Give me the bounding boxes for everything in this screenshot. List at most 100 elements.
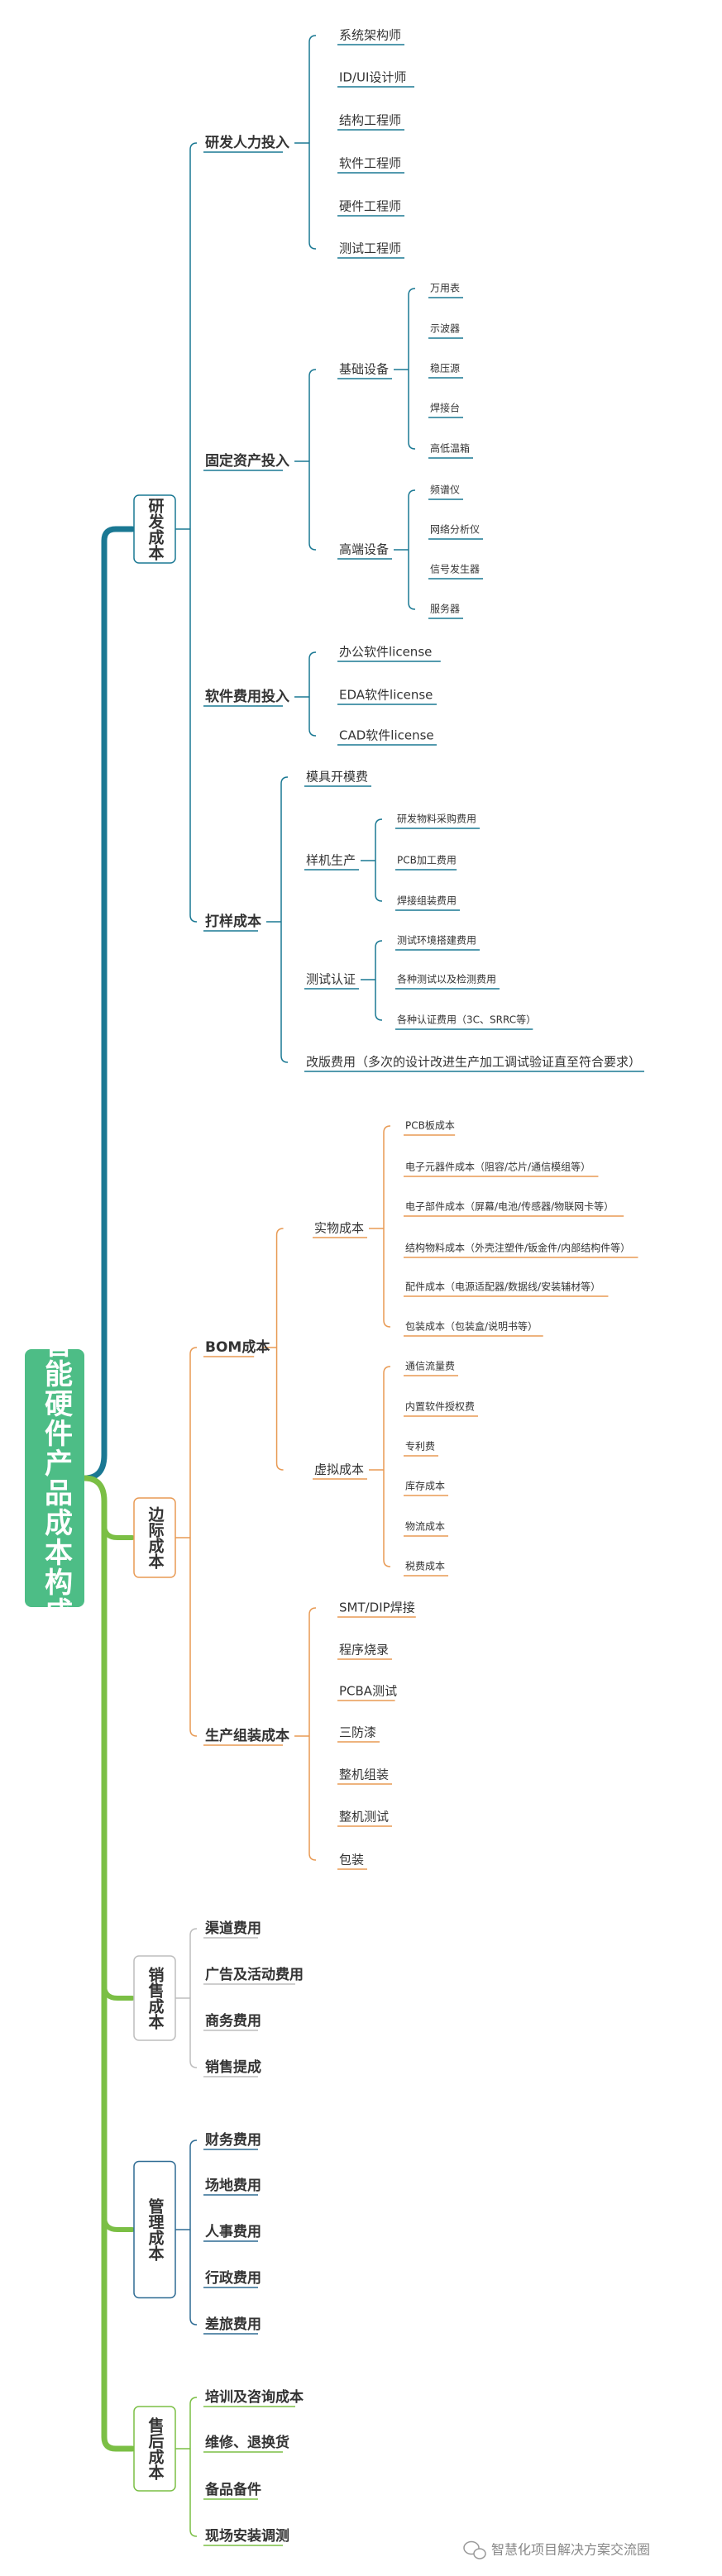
node-label: 信号发生器 <box>430 563 480 575</box>
bracket-line <box>189 142 198 923</box>
node-label: 研发物料采购费用 <box>397 813 476 825</box>
category-box <box>133 494 176 564</box>
wechat-icon <box>463 2540 486 2559</box>
node-label: 培训及咨询成本 <box>205 2388 304 2406</box>
node-label: 基础设备 <box>339 362 389 377</box>
node-label: 硬件工程师 <box>339 199 401 214</box>
node-label: 物流成本 <box>405 1521 445 1533</box>
category-box <box>133 2406 176 2492</box>
node-label: 样机生产 <box>306 853 356 868</box>
bracket-line <box>275 1228 284 1471</box>
node-label: SMT/DIP焊接 <box>339 1600 415 1615</box>
bracket-line <box>189 2397 198 2537</box>
category-box <box>133 1497 176 1578</box>
node-label: 结构工程师 <box>339 113 401 128</box>
node-label: 生产组装成本 <box>205 1727 289 1744</box>
node-label: 网络分析仪 <box>430 523 480 536</box>
trunk-branch <box>102 1522 135 1540</box>
node-label: 维修、退换货 <box>205 2434 289 2451</box>
category-label: 边际成本 <box>146 1506 165 1570</box>
node-label: 包装 <box>339 1853 364 1868</box>
node-label: 焊接台 <box>430 402 460 414</box>
connectors <box>81 35 644 2546</box>
node-label: 行政费用 <box>204 2269 261 2287</box>
node-label: 研发人力投入 <box>205 134 289 151</box>
bracket-line <box>308 1607 317 1861</box>
category-label: 销售成本 <box>146 1966 165 2030</box>
node-label: 差旅费用 <box>205 2316 261 2333</box>
bracket-line <box>375 818 383 902</box>
node-label: 虚拟成本 <box>314 1462 364 1477</box>
node-label: 频谱仪 <box>430 484 460 496</box>
category-1: 边际成本 <box>133 1497 176 1578</box>
node-label: 各种测试以及检测费用 <box>397 973 496 985</box>
node-label: 焊接组装费用 <box>397 894 457 907</box>
trunk-branch <box>102 1982 135 2001</box>
node-label: 财务费用 <box>204 2131 261 2149</box>
node-label: 包装成本（包装盒/说明书等） <box>405 1320 538 1333</box>
bracket-line <box>375 940 383 1021</box>
node-label: 测试认证 <box>306 972 356 987</box>
node-label: 稳压源 <box>430 362 460 374</box>
node-label: 办公软件license <box>339 645 432 660</box>
node-label: 打样成本 <box>205 913 261 930</box>
node-label: 专利费 <box>405 1440 435 1453</box>
category-label: 研发成本 <box>146 498 165 561</box>
node-label: 电子部件成本（屏幕/电池/传感器/物联网卡等） <box>405 1200 614 1213</box>
bracket-line <box>189 2140 198 2326</box>
bracket-line <box>383 1125 391 1328</box>
category-2: 销售成本 <box>133 1955 176 2041</box>
node-label: 备品备件 <box>204 2481 261 2498</box>
node-label: PCB加工费用 <box>397 855 457 866</box>
trunk-top <box>81 526 136 1481</box>
category-box <box>133 1955 176 2041</box>
node-label: 配件成本（电源适配器/数据线/安装辅材等） <box>405 1281 600 1293</box>
node-label: CAD软件license <box>339 728 434 743</box>
bracket-line <box>308 651 317 737</box>
node-label: 高端设备 <box>339 542 389 557</box>
bracket-line <box>308 369 317 551</box>
node-label: 场地费用 <box>205 2177 261 2194</box>
node-label: 系统架构师 <box>339 28 401 43</box>
bracket-line <box>280 776 289 1063</box>
watermark: 智慧化项目解决方案交流圈 <box>463 2540 650 2559</box>
node-label: 测试工程师 <box>339 241 401 256</box>
node-label: 高低温箱 <box>430 442 470 455</box>
bracket-line <box>189 1928 198 2068</box>
node-label: 库存成本 <box>405 1480 445 1492</box>
node-label: 整机测试 <box>339 1810 389 1825</box>
category-3: 管理成本 <box>133 2160 176 2299</box>
node-label: 测试环境搭建费用 <box>397 934 476 947</box>
node-label: 电子元器件成本（阻容/芯片/通信模组等） <box>405 1161 591 1173</box>
node-label: 内置软件授权费 <box>405 1400 475 1413</box>
node-label: EDA软件license <box>339 688 433 703</box>
node-label: 广告及活动费用 <box>205 1966 304 1983</box>
node-label: 商务费用 <box>205 2012 261 2030</box>
node-label: 三防漆 <box>339 1725 376 1740</box>
node-label: 整机组装 <box>339 1767 389 1782</box>
bracket-line <box>189 1347 198 1737</box>
bracket-line <box>408 489 416 610</box>
category-4: 售后成本 <box>133 2406 176 2492</box>
node-label: 各种认证费用（3C、SRRC等） <box>397 1014 536 1026</box>
category-label: 管理成本 <box>146 2197 165 2262</box>
node-label: 固定资产投入 <box>205 452 289 470</box>
watermark-text: 智慧化项目解决方案交流圈 <box>491 2542 650 2558</box>
root-node: 智能硬件产品成本构成 <box>25 1329 84 1627</box>
node-label: ID/UI设计师 <box>339 70 406 85</box>
node-label: 渠道费用 <box>204 1920 261 1937</box>
node-label: 万用表 <box>430 283 460 294</box>
category-label: 售后成本 <box>146 2416 165 2481</box>
trunk-branch <box>102 2214 135 2232</box>
node-label: PCB板成本 <box>405 1120 455 1132</box>
node-label: 软件工程师 <box>339 156 401 171</box>
trunk-bottom <box>81 1475 136 2452</box>
node-label: 示波器 <box>430 323 460 335</box>
node-label: PCBA测试 <box>339 1684 397 1699</box>
root-title: 智能硬件产品成本构成 <box>40 1329 73 1627</box>
node-label: 销售提成 <box>205 2058 261 2076</box>
root-node-box <box>25 1349 84 1607</box>
node-label: 软件费用投入 <box>205 688 289 705</box>
